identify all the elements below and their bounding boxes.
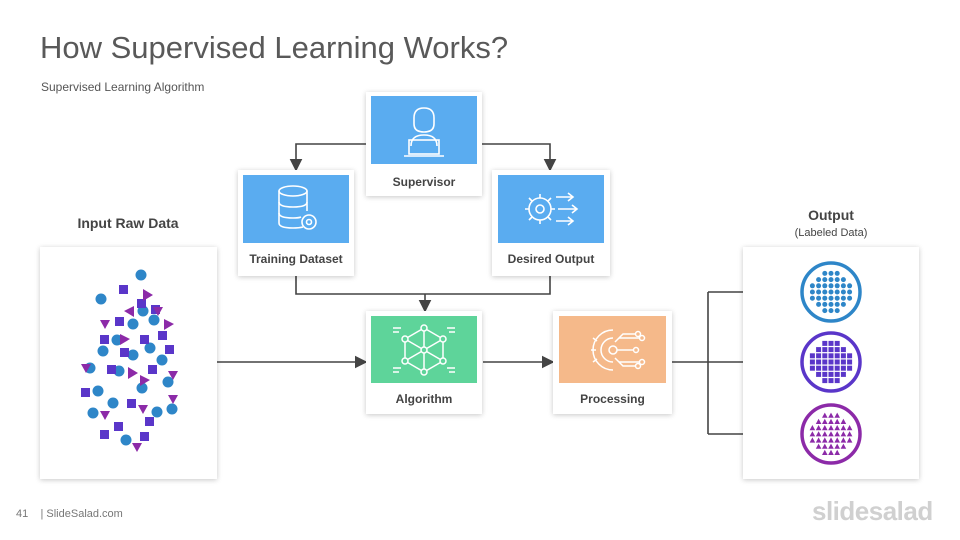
supervisor-label: Supervisor: [392, 175, 456, 189]
desired-output-card: Desired Output: [492, 170, 610, 276]
page-title: How Supervised Learning Works?: [40, 30, 509, 65]
output-subheading: (Labeled Data): [794, 227, 868, 239]
input-raw-data-heading: Input Raw Data: [77, 215, 179, 231]
training-dataset-label: Training Dataset: [249, 252, 343, 266]
labeled-clusters: [800, 261, 862, 465]
blue-dot-cluster: [809, 270, 853, 314]
output-card: [743, 247, 919, 479]
supervisor-to-training-arrow: [289, 143, 371, 172]
gear-circuit-icon: [591, 329, 646, 371]
training-to-algorithm-line: [295, 276, 551, 295]
network-cube-icon: [393, 324, 455, 376]
processing-tile: [559, 316, 666, 383]
supervisor-card: Supervisor: [366, 92, 482, 196]
scattered-shapes: [81, 269, 178, 452]
footer-site: | SlideSalad.com: [40, 508, 123, 520]
page-number: 41: [16, 508, 29, 520]
supervisor-to-desired-arrow: [482, 143, 557, 172]
algorithm-tile: [371, 316, 477, 383]
purple-square-cluster: [809, 340, 853, 384]
training-dataset-card: Training Dataset: [238, 170, 354, 276]
database-gear-icon: [278, 185, 317, 230]
processing-card: Processing: [553, 311, 672, 414]
algorithm-label: Algorithm: [395, 392, 453, 406]
blue-dots: [84, 269, 178, 446]
brand-logo: slidesalad: [812, 496, 933, 526]
supervisor-tile: [371, 96, 477, 164]
algorithm-card: Algorithm: [366, 311, 482, 414]
desired-output-label: Desired Output: [507, 252, 595, 266]
magenta-triangles: [81, 289, 178, 452]
gear-arrows-icon: [525, 192, 579, 226]
processing-label: Processing: [580, 392, 645, 406]
training-dataset-tile: [243, 175, 349, 243]
page-subtitle: Supervised Learning Algorithm: [41, 80, 205, 94]
input-raw-data-card: [40, 247, 217, 479]
output-heading: Output: [808, 207, 854, 223]
magenta-triangle-cluster: [809, 412, 853, 455]
person-laptop-icon: [404, 107, 444, 157]
desired-output-tile: [498, 175, 604, 243]
footer: 41 | SlideSalad.com: [16, 508, 123, 520]
